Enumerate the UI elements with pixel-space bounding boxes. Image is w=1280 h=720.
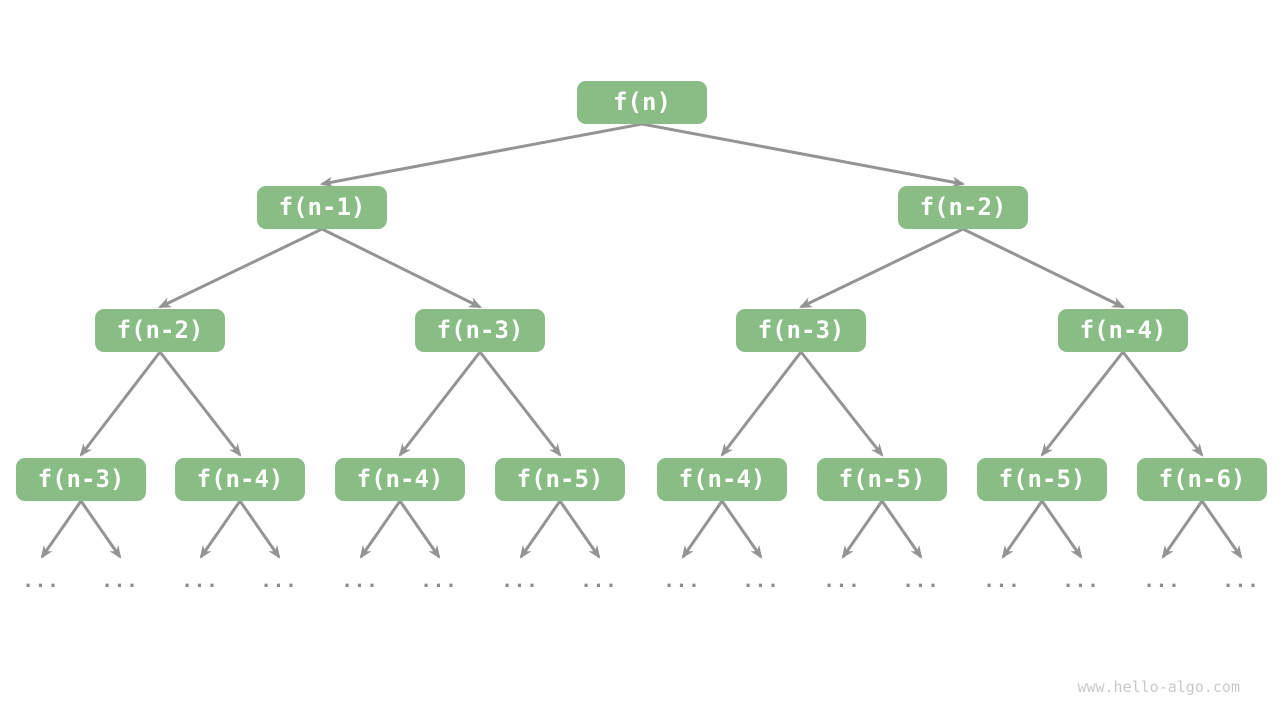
node-box xyxy=(175,458,305,501)
edge xyxy=(158,351,242,457)
tree-nodes: f(n) f(n-1) f(n-2) f(n-2) f(n-3) f(n-3) … xyxy=(16,81,1267,501)
node-box xyxy=(335,458,465,501)
tree-node: f(n-6) xyxy=(1137,458,1267,501)
edge xyxy=(720,500,763,559)
node-box xyxy=(495,458,625,501)
tree-node: f(n-5) xyxy=(817,458,947,501)
ellipsis-label: ... xyxy=(742,570,779,592)
edge xyxy=(158,227,323,309)
node-label: f(n-6) xyxy=(1159,465,1246,493)
ellipsis-label: ... xyxy=(1062,570,1099,592)
watermark: www.hello-algo.com xyxy=(1077,678,1240,696)
node-box xyxy=(95,309,225,352)
tree-node: f(n-4) xyxy=(335,458,465,501)
edge xyxy=(1040,500,1083,559)
edge xyxy=(40,500,83,559)
tree-node: f(n-2) xyxy=(898,186,1028,229)
tree-edges xyxy=(40,122,1243,559)
tree-node: f(n-5) xyxy=(977,458,1107,501)
tree-node: f(n-3) xyxy=(736,309,866,352)
node-box xyxy=(736,309,866,352)
edge xyxy=(319,122,643,188)
ellipsis-label: ... xyxy=(1143,570,1180,592)
tree-node-root: f(n) xyxy=(577,81,707,124)
edge xyxy=(641,122,966,188)
edge xyxy=(478,351,562,457)
node-label: f(n-3) xyxy=(758,316,845,344)
ellipsis-label: ... xyxy=(22,570,59,592)
node-label: f(n-4) xyxy=(197,465,284,493)
edge xyxy=(1001,500,1044,559)
edge xyxy=(841,500,884,559)
ellipsis-label: ... xyxy=(101,570,138,592)
node-label: f(n-2) xyxy=(920,193,1007,221)
node-box xyxy=(1137,458,1267,501)
ellipsis-label: ... xyxy=(983,570,1020,592)
leaf-ellipses: ... ... ... ... ... ... ... ... ... ... … xyxy=(22,570,1259,592)
edge xyxy=(199,500,242,559)
edge xyxy=(720,351,803,457)
ellipsis-label: ... xyxy=(181,570,218,592)
tree-node: f(n-3) xyxy=(415,309,545,352)
node-label: f(n) xyxy=(613,88,671,116)
ellipsis-label: ... xyxy=(260,570,297,592)
node-box xyxy=(977,458,1107,501)
node-label: f(n-3) xyxy=(38,465,125,493)
node-box xyxy=(257,186,387,229)
edge xyxy=(799,351,884,457)
edge xyxy=(398,500,441,559)
node-box xyxy=(577,81,707,124)
edge xyxy=(1161,500,1204,559)
edge xyxy=(1200,500,1243,559)
edge xyxy=(238,500,281,559)
ellipsis-label: ... xyxy=(420,570,457,592)
ellipsis-label: ... xyxy=(902,570,939,592)
node-label: f(n-5) xyxy=(517,465,604,493)
edge xyxy=(398,351,482,457)
node-box xyxy=(817,458,947,501)
ellipsis-label: ... xyxy=(823,570,860,592)
node-label: f(n-4) xyxy=(357,465,444,493)
node-label: f(n-5) xyxy=(839,465,926,493)
edge xyxy=(321,227,482,309)
node-box xyxy=(898,186,1028,229)
node-box xyxy=(657,458,787,501)
edge xyxy=(558,500,601,559)
node-label: f(n-4) xyxy=(679,465,766,493)
edge xyxy=(681,500,724,559)
tree-node: f(n-4) xyxy=(175,458,305,501)
tree-node: f(n-2) xyxy=(95,309,225,352)
node-label: f(n-3) xyxy=(437,316,524,344)
ellipsis-label: ... xyxy=(501,570,538,592)
ellipsis-label: ... xyxy=(580,570,617,592)
node-label: f(n-2) xyxy=(117,316,204,344)
edge xyxy=(79,500,122,559)
edge xyxy=(79,351,162,457)
node-box xyxy=(1058,309,1188,352)
edge xyxy=(519,500,562,559)
edge xyxy=(1040,351,1125,457)
tree-node: f(n-5) xyxy=(495,458,625,501)
edge xyxy=(799,227,964,309)
tree-node: f(n-4) xyxy=(657,458,787,501)
node-box xyxy=(16,458,146,501)
edge xyxy=(880,500,923,559)
node-label: f(n-4) xyxy=(1080,316,1167,344)
ellipsis-label: ... xyxy=(341,570,378,592)
node-label: f(n-5) xyxy=(999,465,1086,493)
edge xyxy=(1121,351,1204,457)
edge xyxy=(359,500,402,559)
node-label: f(n-1) xyxy=(279,193,366,221)
tree-node: f(n-4) xyxy=(1058,309,1188,352)
tree-node: f(n-1) xyxy=(257,186,387,229)
ellipsis-label: ... xyxy=(1222,570,1259,592)
tree-node: f(n-3) xyxy=(16,458,146,501)
node-box xyxy=(415,309,545,352)
ellipsis-label: ... xyxy=(663,570,700,592)
edge xyxy=(962,227,1125,309)
